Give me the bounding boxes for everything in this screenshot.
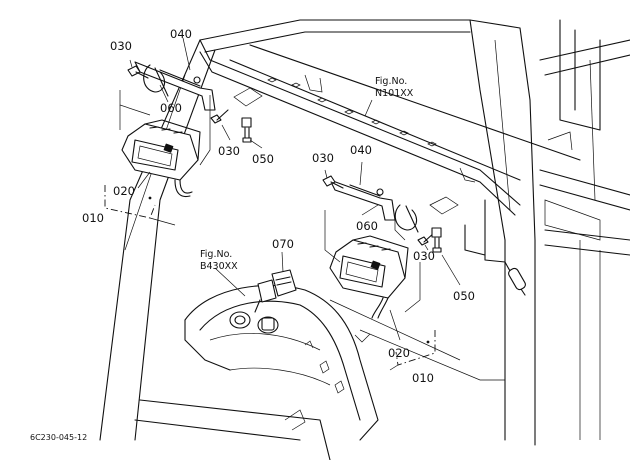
callout-labels: 030 040 060 030 050 020 010 030 040 060 … — [82, 27, 475, 385]
fig-ref-n101-number: N101XX — [375, 88, 414, 99]
fig-ref-b430-number: B430XX — [200, 261, 238, 272]
callout-right-020: 020 — [388, 346, 410, 360]
callout-left-040: 040 — [170, 27, 192, 41]
fig-ref-n101-title: Fig.No. — [375, 76, 407, 87]
callout-left-010: 010 — [82, 211, 104, 225]
callout-left-020: 020 — [113, 184, 135, 198]
callout-right-030-top: 030 — [312, 151, 334, 165]
callout-right-010: 010 — [412, 371, 434, 385]
callout-right-060: 060 — [356, 219, 378, 233]
right-work-lamp-assembly — [322, 161, 461, 371]
fig-ref-leader — [364, 99, 373, 117]
figure-references: Fig.No. N101XX Fig.No. B430XX — [200, 76, 414, 272]
callout-switch-070: 070 — [272, 237, 294, 251]
left-work-lamp-assembly — [104, 37, 263, 226]
callout-left-060: 060 — [160, 101, 182, 115]
callout-left-030-bottom: 030 — [218, 144, 240, 158]
lamp-switch — [214, 251, 297, 313]
figure-code: 6C230-045-12 — [30, 433, 87, 442]
dash-panel — [184, 284, 379, 441]
fig-ref-b430-title: Fig.No. — [200, 249, 232, 260]
callout-left-050: 050 — [252, 152, 274, 166]
callout-right-050: 050 — [453, 289, 475, 303]
callout-right-030-bottom: 030 — [413, 249, 435, 263]
callout-right-040: 040 — [350, 143, 372, 157]
callout-left-030-top: 030 — [110, 39, 132, 53]
